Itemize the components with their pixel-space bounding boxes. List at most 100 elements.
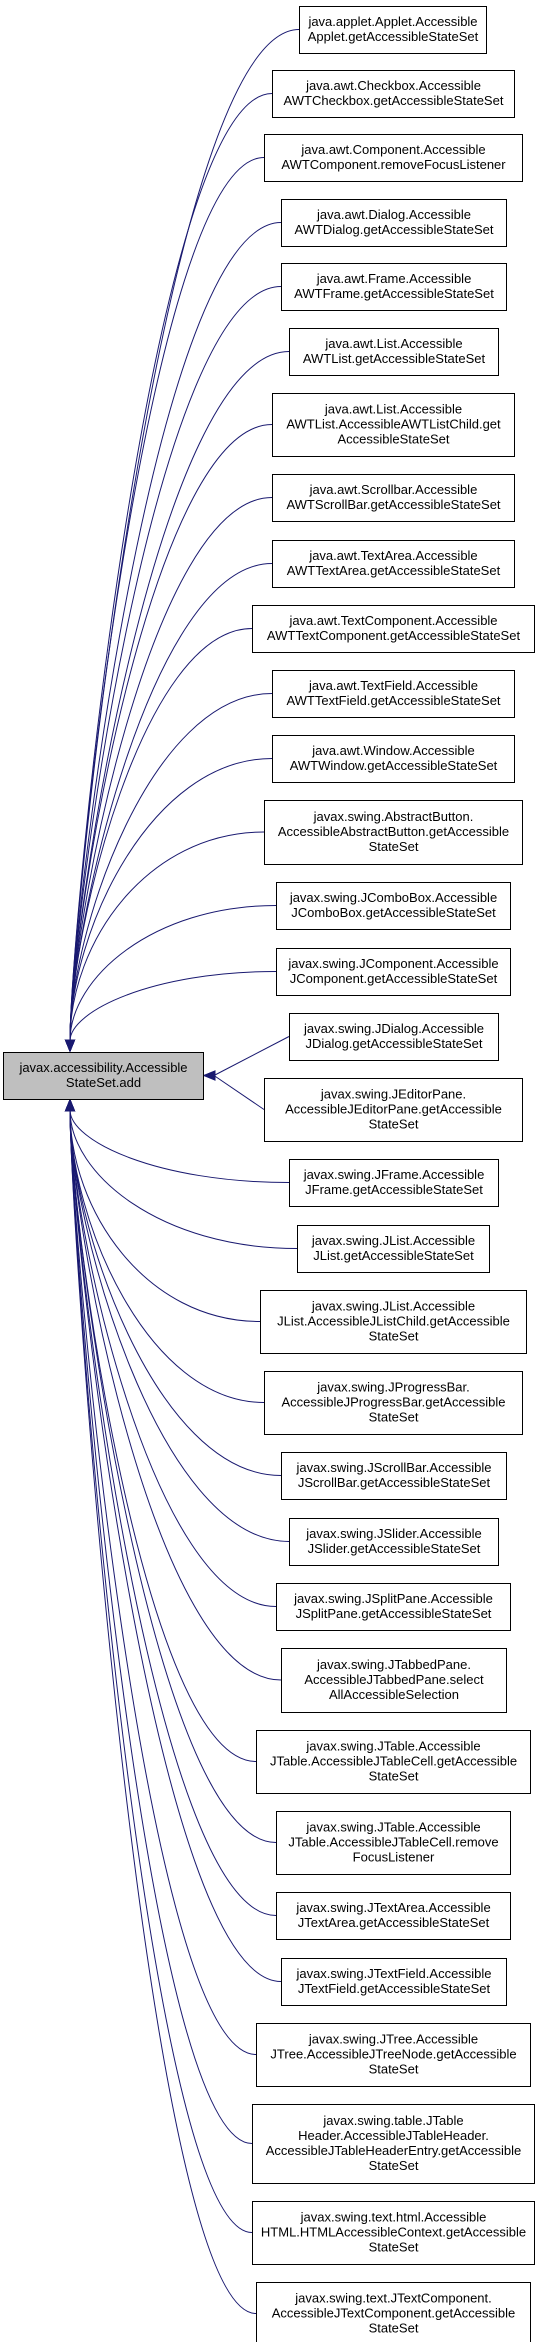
caller-node-label-line: javax.swing.JTable.Accessible <box>305 1820 480 1835</box>
caller-node-label-line: AccessibleJTableHeaderEntry.getAccessibl… <box>266 2143 522 2158</box>
caller-node[interactable]: javax.swing.text.JTextComponent.Accessib… <box>256 2282 531 2342</box>
caller-node[interactable]: java.awt.TextArea.AccessibleAWTTextArea.… <box>272 540 515 588</box>
caller-node-label-line: java.awt.Checkbox.Accessible <box>305 78 481 93</box>
caller-node-label-line: AWTScrollBar.getAccessibleStateSet <box>286 497 500 512</box>
call-edge <box>69 758 273 1042</box>
caller-node-label-line: java.awt.Frame.Accessible <box>316 271 472 286</box>
caller-node-label-line: JList.AccessibleJListChild.getAccessible <box>277 1314 510 1329</box>
caller-node[interactable]: javax.swing.JProgressBar.AccessibleJProg… <box>264 1371 523 1435</box>
caller-node-label-line: StateSet <box>369 1410 419 1425</box>
caller-node-label-line: FocusListener <box>353 1850 435 1865</box>
caller-node-label-line: AWTList.getAccessibleStateSet <box>303 351 486 366</box>
caller-node-label-line: JComboBox.getAccessibleStateSet <box>291 905 496 920</box>
caller-node-label-line: JTextField.getAccessibleStateSet <box>298 1981 491 1996</box>
caller-node-label-line: javax.swing.JScrollBar.Accessible <box>295 1460 491 1475</box>
caller-node[interactable]: javax.swing.JSlider.AccessibleJSlider.ge… <box>289 1518 499 1566</box>
caller-node[interactable]: java.awt.Checkbox.AccessibleAWTCheckbox.… <box>272 70 515 118</box>
caller-node-label-line: javax.swing.JTextArea.Accessible <box>295 1900 490 1915</box>
caller-node-label-line: JSplitPane.getAccessibleStateSet <box>296 1606 492 1621</box>
caller-node-label-line: java.awt.List.Accessible <box>324 402 462 417</box>
call-edge <box>213 1036 290 1076</box>
call-edge <box>69 222 282 1042</box>
call-edge <box>69 1109 257 2055</box>
caller-node-label-line: JTable.AccessibleJTableCell.getAccessibl… <box>270 1754 517 1769</box>
call-edge <box>69 93 273 1042</box>
caller-node-label-line: JFrame.getAccessibleStateSet <box>305 1182 483 1197</box>
caller-node[interactable]: java.awt.TextField.AccessibleAWTTextFiel… <box>272 670 515 718</box>
caller-node[interactable]: java.awt.List.AccessibleAWTList.getAcces… <box>289 328 499 376</box>
caller-node-label-line: javax.swing.JList.Accessible <box>311 1233 475 1248</box>
caller-node[interactable]: javax.swing.text.html.AccessibleHTML.HTM… <box>252 2201 535 2265</box>
caller-node-label-line: AllAccessibleSelection <box>329 1687 459 1702</box>
caller-node-label-line: AWTList.AccessibleAWTListChild.get <box>286 417 501 432</box>
caller-node-label-line: AWTTextField.getAccessibleStateSet <box>286 693 500 708</box>
call-edge <box>69 424 273 1042</box>
caller-node-box <box>276 1892 511 1940</box>
caller-node-box <box>272 70 515 118</box>
caller-node[interactable]: javax.swing.JTable.AccessibleJTable.Acce… <box>276 1811 511 1875</box>
caller-node-label-line: AWTCheckbox.getAccessibleStateSet <box>284 93 504 108</box>
caller-node-box <box>281 199 507 247</box>
caller-node-label-line: StateSet <box>369 1329 419 1344</box>
caller-node-label-line: StateSet <box>369 2062 419 2077</box>
caller-node-label-line: StateSet <box>369 2321 419 2336</box>
target-node[interactable]: javax.accessibility.AccessibleStateSet.a… <box>3 1052 204 1100</box>
caller-node[interactable]: javax.swing.JComponent.AccessibleJCompon… <box>276 948 511 996</box>
target-node-label-line: StateSet.add <box>66 1075 141 1090</box>
caller-node-label-line: java.awt.TextComponent.Accessible <box>288 613 497 628</box>
caller-node-label-line: JComponent.getAccessibleStateSet <box>290 971 498 986</box>
caller-node[interactable]: java.awt.Frame.AccessibleAWTFrame.getAcc… <box>281 263 507 311</box>
caller-node-box <box>256 1730 531 1794</box>
caller-node[interactable]: javax.swing.JSplitPane.AccessibleJSplitP… <box>276 1583 511 1631</box>
caller-node[interactable]: javax.swing.JComboBox.AccessibleJComboBo… <box>276 882 511 930</box>
caller-node-label-line: javax.swing.JFrame.Accessible <box>303 1167 485 1182</box>
caller-node[interactable]: javax.swing.JList.AccessibleJList.Access… <box>260 1290 527 1354</box>
caller-node[interactable]: javax.swing.JTabbedPane.AccessibleJTabbe… <box>281 1648 507 1713</box>
caller-node-label-line: StateSet <box>369 1769 419 1784</box>
call-edge <box>69 1109 290 1542</box>
caller-node-box <box>272 474 515 522</box>
caller-node[interactable]: javax.swing.JList.AccessibleJList.getAcc… <box>297 1225 490 1273</box>
caller-node-box <box>289 1159 499 1207</box>
call-edge <box>69 1109 282 1681</box>
call-edge <box>69 831 265 1042</box>
caller-node-box <box>276 948 511 996</box>
caller-node-box <box>256 2023 531 2087</box>
caller-node[interactable]: java.awt.TextComponent.AccessibleAWTText… <box>252 605 535 653</box>
caller-node[interactable]: java.applet.Applet.AccessibleApplet.getA… <box>299 6 487 54</box>
caller-node-label-line: JList.getAccessibleStateSet <box>313 1248 474 1263</box>
caller-node[interactable]: java.awt.Component.AccessibleAWTComponen… <box>264 134 523 182</box>
caller-node-label-line: javax.swing.table.JTable <box>322 2113 463 2128</box>
caller-node-label-line: java.awt.TextArea.Accessible <box>308 548 477 563</box>
caller-node[interactable]: java.awt.Window.AccessibleAWTWindow.getA… <box>272 735 515 783</box>
caller-node-box <box>276 1583 511 1631</box>
call-edge <box>69 1109 253 2233</box>
caller-node[interactable]: javax.swing.JTextField.AccessibleJTextFi… <box>281 1958 507 2006</box>
caller-node[interactable]: java.awt.Scrollbar.AccessibleAWTScrollBa… <box>272 474 515 522</box>
caller-node-label-line: JTable.AccessibleJTableCell.remove <box>288 1835 498 1850</box>
caller-node[interactable]: javax.swing.JDialog.AccessibleJDialog.ge… <box>289 1013 499 1061</box>
caller-node-label-line: AWTComponent.removeFocusListener <box>281 157 506 172</box>
caller-node[interactable]: javax.swing.JTree.AccessibleJTree.Access… <box>256 2023 531 2087</box>
caller-node-box <box>276 882 511 930</box>
call-edge-arrowhead <box>64 1039 76 1053</box>
caller-node[interactable]: javax.swing.JFrame.AccessibleJFrame.getA… <box>289 1159 499 1207</box>
caller-node[interactable]: javax.swing.JEditorPane.AccessibleJEdito… <box>264 1078 523 1142</box>
call-edge-arrowhead <box>202 1070 216 1081</box>
caller-node-label-line: AccessibleJEditorPane.getAccessible <box>285 1102 502 1117</box>
caller-node[interactable]: javax.swing.JScrollBar.AccessibleJScroll… <box>281 1452 507 1500</box>
caller-node-label-line: AccessibleStateSet <box>337 432 449 447</box>
caller-node[interactable]: javax.swing.JTextArea.AccessibleJTextAre… <box>276 1892 511 1940</box>
caller-node-box <box>272 540 515 588</box>
caller-node-label-line: javax.swing.text.JTextComponent. <box>294 2291 492 2306</box>
caller-node-label-line: java.awt.List.Accessible <box>324 336 462 351</box>
caller-node[interactable]: java.awt.List.AccessibleAWTList.Accessib… <box>272 393 515 457</box>
caller-node[interactable]: javax.swing.table.JTableHeader.Accessibl… <box>252 2104 535 2184</box>
caller-node-label-line: JTextArea.getAccessibleStateSet <box>298 1915 490 1930</box>
caller-node[interactable]: javax.swing.AbstractButton.AccessibleAbs… <box>264 800 523 865</box>
caller-node-box <box>272 393 515 457</box>
caller-node[interactable]: java.awt.Dialog.AccessibleAWTDialog.getA… <box>281 199 507 247</box>
call-edge <box>69 1109 277 1607</box>
caller-node-label-line: javax.swing.JSlider.Accessible <box>305 1526 482 1541</box>
caller-node[interactable]: javax.swing.JTable.AccessibleJTable.Acce… <box>256 1730 531 1794</box>
